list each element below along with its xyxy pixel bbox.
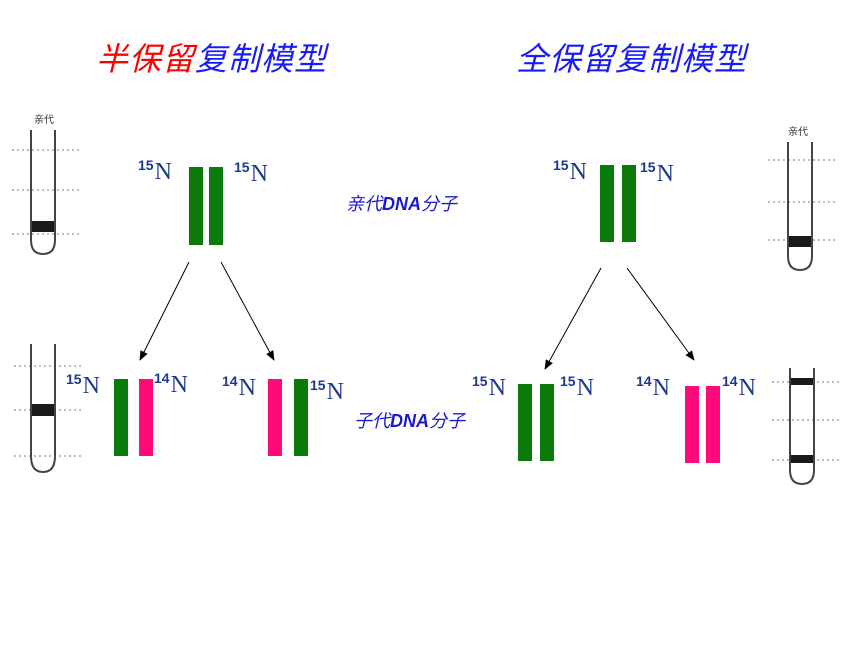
dna-strand-n15	[600, 165, 614, 242]
dna-strand-n15	[622, 165, 636, 242]
parent-dna-caption: 亲代DNA分子	[346, 194, 457, 215]
dna-strand-n15	[294, 379, 308, 456]
semi-conservative-title: 半保留复制模型	[96, 34, 327, 80]
isotope-label-n15: 15N	[310, 377, 344, 405]
dna-strand-n15	[189, 167, 203, 245]
isotope-label-n14: 14N	[222, 373, 256, 401]
dna-strand-n14	[139, 379, 153, 456]
isotope-label-n15: 15N	[472, 373, 506, 401]
isotope-label-n14: 14N	[722, 373, 756, 401]
isotope-label-n15: 15N	[66, 371, 100, 399]
dna-strand-n14	[706, 386, 720, 463]
arrow-left-1	[139, 261, 190, 361]
tube-left-parent: 亲代	[12, 113, 82, 256]
child-dna-caption: 子代DNA分子	[354, 411, 465, 432]
conservative-title: 全保留复制模型	[516, 40, 748, 78]
dna-strand-n15	[540, 384, 554, 461]
isotope-label-n15: 15N	[640, 159, 674, 187]
tube-label: 亲代	[34, 113, 54, 126]
tube-right-parent: 亲代	[768, 125, 838, 272]
dna-strand-n15	[209, 167, 223, 245]
arrow-left-2	[220, 261, 275, 361]
title-highlight: 半保留	[96, 40, 196, 78]
isotope-label-n15: 15N	[560, 373, 594, 401]
isotope-label-n14: 14N	[154, 370, 188, 398]
dna-strand-n15	[114, 379, 128, 456]
title-rest: 复制模型	[195, 40, 328, 78]
tube-left-child	[14, 344, 84, 474]
arrow-right-2	[626, 267, 695, 361]
isotope-label-n15: 15N	[138, 157, 172, 185]
isotope-label-n14: 14N	[636, 373, 670, 401]
tube-right-child	[772, 368, 842, 486]
dna-strand-n15	[518, 384, 532, 461]
dna-strand-n14	[685, 386, 699, 463]
isotope-label-n15: 15N	[553, 157, 587, 185]
isotope-label-n15: 15N	[234, 159, 268, 187]
arrow-right-1	[544, 267, 602, 370]
tube-label: 亲代	[788, 125, 808, 138]
dna-strand-n14	[268, 379, 282, 456]
